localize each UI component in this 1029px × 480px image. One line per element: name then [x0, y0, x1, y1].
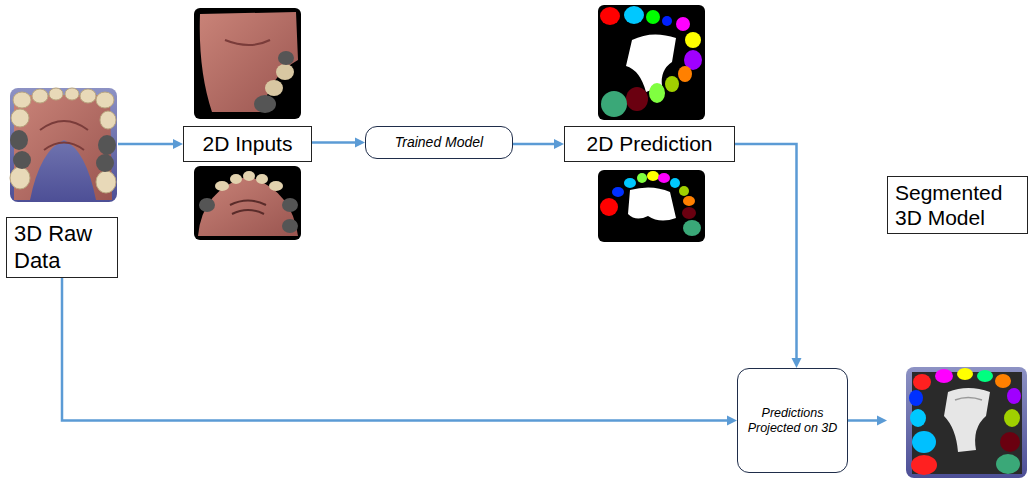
- projection-box: Predictions Projected on 3D: [737, 368, 848, 473]
- raw-data-node: 3D Raw Data: [6, 88, 118, 278]
- connector-line: [513, 143, 556, 146]
- connector-line: [62, 278, 729, 421]
- connector-line: [312, 141, 357, 144]
- flow-arrow: [118, 139, 183, 149]
- input-image-bottom: [194, 166, 301, 240]
- input-image-top: [194, 8, 301, 119]
- connector-line: [735, 144, 797, 360]
- arrow-head: [173, 139, 183, 149]
- node-label: Trained Model: [395, 134, 483, 151]
- process-box: 2D Prediction: [564, 126, 735, 162]
- node-label: 3D Raw Data: [6, 217, 118, 278]
- flow-arrow: [513, 139, 564, 149]
- node-label: 2D Prediction: [586, 131, 712, 156]
- raw-scan-image: [10, 88, 117, 202]
- segmented-model-image: [906, 367, 1027, 478]
- arrow-head: [792, 358, 802, 368]
- connector-line: [848, 419, 879, 422]
- node-label: Predictions Projected on 3D: [746, 406, 839, 436]
- model-box: Trained Model: [365, 126, 513, 159]
- arrow-head: [554, 139, 564, 149]
- result-node: Segmented 3D Model: [887, 176, 1028, 478]
- flow-arrow: [735, 144, 802, 368]
- arrow-head: [355, 138, 365, 148]
- flow-arrow: [848, 416, 887, 426]
- prediction-image-top: [598, 5, 705, 120]
- connector-line: [118, 143, 175, 146]
- node-label: 2D Inputs: [203, 131, 293, 156]
- process-box: 2D Inputs: [183, 126, 312, 162]
- arrow-head: [877, 416, 887, 426]
- flow-arrow: [62, 278, 737, 426]
- node-label: Segmented 3D Model: [887, 176, 1028, 234]
- arrow-head: [727, 416, 737, 426]
- flow-arrow: [312, 138, 365, 148]
- prediction-image-bottom: [598, 170, 705, 242]
